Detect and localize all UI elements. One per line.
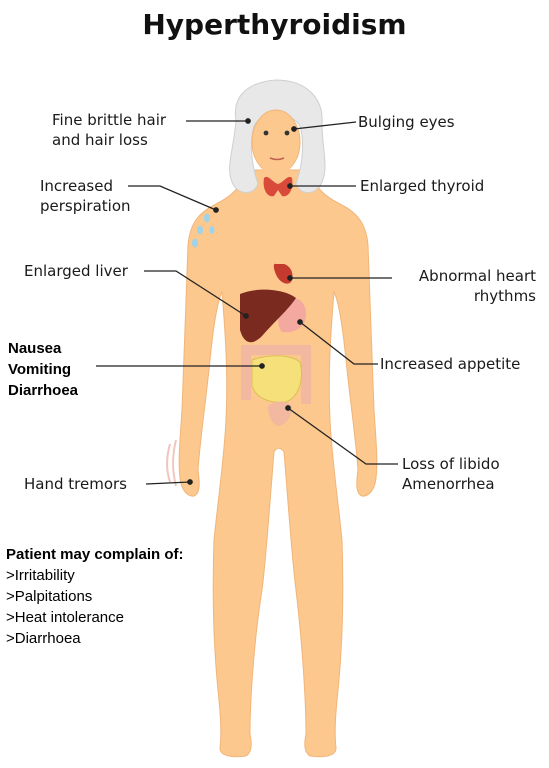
- leader-dot: [245, 118, 251, 124]
- complaint-item: >Palpitations: [6, 588, 93, 605]
- label-increased-perspiration: Increased perspiration: [40, 177, 131, 215]
- sweat-drop: [197, 225, 203, 235]
- leader-line-appetite: [299, 321, 378, 365]
- tremor-motion-lines: [166, 439, 177, 487]
- tremor-line: [172, 439, 177, 487]
- leader-dot: [259, 363, 265, 369]
- right-eye: [284, 130, 290, 136]
- mouth: [269, 157, 285, 161]
- leader-dot: [287, 183, 293, 189]
- hair: [229, 79, 326, 193]
- leader-line-eyes: [293, 121, 357, 130]
- label-enlarged-thyroid: Enlarged thyroid: [360, 177, 485, 195]
- leader-dot: [187, 479, 193, 485]
- sweat-drop: [192, 238, 198, 248]
- leader-line-liver: [144, 270, 247, 317]
- face: [251, 109, 301, 175]
- thyroid-gland: [263, 176, 293, 197]
- body-silhouette: [178, 169, 378, 758]
- hair-back: [229, 79, 326, 193]
- leader-dot: [291, 126, 297, 132]
- leader-dot: [243, 313, 249, 319]
- organs: [240, 176, 311, 426]
- label-abnormal-heart-rhythms: Abnormal heart rhythms: [418, 267, 536, 305]
- leader-line-libido: [287, 407, 398, 465]
- small-intestine: [251, 355, 302, 403]
- complaints-heading: Patient may complain of:: [6, 546, 184, 563]
- sweat-drops: [192, 213, 215, 248]
- label-increased-appetite: Increased appetite: [380, 355, 521, 373]
- label-hair-loss: Fine brittle hair and hair loss: [52, 111, 167, 149]
- leader-line-tremors: [145, 481, 191, 485]
- leader-dot: [213, 207, 219, 213]
- label-bulging-eyes: Bulging eyes: [358, 113, 455, 131]
- label-enlarged-liver: Enlarged liver: [24, 262, 128, 280]
- leader-lines: [96, 118, 398, 485]
- leader-line-perspiration: [128, 185, 217, 211]
- complaint-item: >Diarrhoea: [6, 630, 81, 647]
- body-outline: [178, 169, 378, 758]
- sweat-drop: [209, 226, 215, 234]
- colon: [241, 345, 311, 404]
- label-hand-tremors: Hand tremors: [24, 475, 127, 493]
- label-loss-of-libido: Loss of libido Amenorrhea: [402, 455, 500, 493]
- leader-dot: [287, 275, 293, 281]
- patient-complaints-list: Patient may complain of: >Irritability >…: [6, 544, 184, 649]
- label-nausea-vomiting-diarrhoea: Nausea Vomiting Diarrhoea: [8, 340, 79, 399]
- left-eye: [263, 130, 269, 136]
- liver: [240, 289, 296, 343]
- complaint-item: >Heat intolerance: [6, 609, 124, 626]
- diagram-title: Hyperthyroidism: [142, 8, 407, 41]
- complaint-item: >Irritability: [6, 567, 75, 584]
- leader-dot: [297, 319, 303, 325]
- tremor-line: [166, 443, 171, 483]
- sweat-drop: [204, 213, 210, 223]
- leader-dot: [285, 405, 291, 411]
